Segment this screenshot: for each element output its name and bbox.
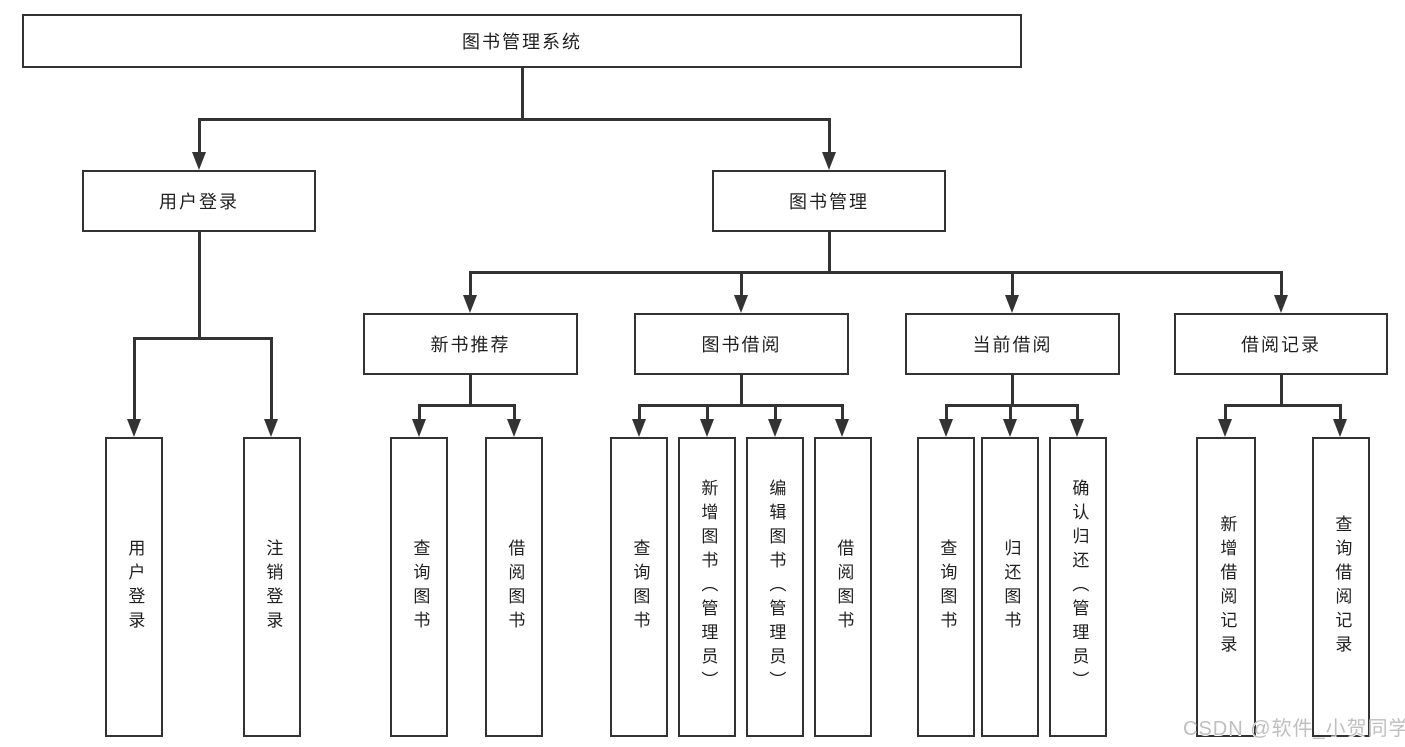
- arrowhead-down: [828, 118, 831, 152]
- node-user-login: 用户登录: [82, 170, 316, 232]
- arrowhead-down: [1339, 404, 1342, 419]
- leaf-logout: 注销登录: [243, 437, 301, 737]
- arrowhead-down: [841, 404, 844, 419]
- csdn-watermark: CSDN @软件_小贺同学: [1183, 718, 1405, 740]
- leaf-query-borrow-record: 查询借阅记录: [1312, 437, 1370, 737]
- leaf-logout-label: 注销登录: [263, 539, 283, 635]
- arrowhead-down: [774, 404, 777, 419]
- connector-book-borrow-stub: [740, 375, 743, 404]
- arrowhead-down: [945, 404, 948, 419]
- arrowhead-down: [638, 404, 641, 419]
- arrowhead-down: [1224, 404, 1227, 419]
- arrowhead-down: [198, 118, 201, 152]
- arrowhead-down: [1076, 404, 1079, 419]
- leaf-query-book-1: 查询图书: [390, 437, 448, 737]
- arrowhead-down: [1280, 271, 1283, 295]
- connector-current-borrow-stub: [1011, 375, 1014, 404]
- node-borrow-record-label: 借阅记录: [1241, 335, 1321, 355]
- connector-level1-hline: [198, 118, 830, 121]
- connector-user-login-stub: [198, 232, 201, 337]
- leaf-add-borrow-record-label: 新增借阅记录: [1217, 515, 1237, 659]
- arrowhead-down: [469, 271, 472, 295]
- arrowhead-down: [1009, 404, 1012, 419]
- connector-current-borrow-hline: [945, 404, 1078, 407]
- leaf-query-book-3: 查询图书: [917, 437, 975, 737]
- leaf-query-book-2: 查询图书: [610, 437, 668, 737]
- leaf-edit-book-admin: 编辑图书（管理员）: [746, 437, 804, 737]
- leaf-user-login-label: 用户登录: [125, 539, 145, 635]
- node-current-borrow: 当前借阅: [905, 313, 1120, 375]
- connector-book-mgmt-stub: [828, 232, 831, 271]
- leaf-confirm-return-admin: 确认归还（管理员）: [1049, 437, 1107, 737]
- leaf-borrow-book-2: 借阅图书: [814, 437, 872, 737]
- leaf-confirm-return-admin-label: 确认归还（管理员）: [1069, 479, 1089, 695]
- node-root: 图书管理系统: [22, 14, 1022, 68]
- node-book-borrow-label: 图书借阅: [701, 335, 782, 355]
- arrowhead-down: [270, 337, 273, 419]
- node-book-borrow: 图书借阅: [634, 313, 849, 375]
- leaf-add-borrow-record: 新增借阅记录: [1196, 437, 1256, 737]
- node-new-book-rec-label: 新书推荐: [430, 335, 511, 355]
- connector-new-book-rec-hline: [418, 404, 515, 407]
- node-root-label: 图书管理系统: [462, 32, 582, 52]
- node-user-login-label: 用户登录: [159, 192, 239, 212]
- connector-root-stub: [521, 68, 524, 118]
- leaf-borrow-book-2-label: 借阅图书: [834, 539, 854, 635]
- arrowhead-down: [513, 404, 516, 419]
- leaf-query-book-1-label: 查询图书: [410, 539, 430, 635]
- leaf-user-login: 用户登录: [105, 437, 163, 737]
- leaf-edit-book-admin-label: 编辑图书（管理员）: [766, 479, 786, 695]
- leaf-return-book-label: 归还图书: [1001, 539, 1021, 635]
- connector-borrow-record-hline: [1224, 404, 1341, 407]
- node-book-mgmt: 图书管理: [712, 170, 946, 232]
- node-borrow-record: 借阅记录: [1174, 313, 1388, 375]
- connector-user-login-hline: [133, 337, 272, 340]
- leaf-query-book-3-label: 查询图书: [937, 539, 957, 635]
- leaf-add-book-admin-label: 新增图书（管理员）: [698, 479, 718, 695]
- connector-new-book-rec-stub: [469, 375, 472, 404]
- leaf-query-book-2-label: 查询图书: [630, 539, 650, 635]
- leaf-return-book: 归还图书: [981, 437, 1039, 737]
- connector-borrow-record-stub: [1280, 375, 1283, 404]
- leaf-borrow-book-1: 借阅图书: [485, 437, 543, 737]
- connector-book-borrow-hline: [638, 404, 843, 407]
- arrowhead-down: [133, 337, 136, 419]
- leaf-query-borrow-record-label: 查询借阅记录: [1332, 515, 1352, 659]
- leaf-add-book-admin: 新增图书（管理员）: [678, 437, 736, 737]
- node-book-mgmt-label: 图书管理: [789, 192, 869, 212]
- node-new-book-rec: 新书推荐: [363, 313, 578, 375]
- arrowhead-down: [706, 404, 709, 419]
- node-current-borrow-label: 当前借阅: [972, 335, 1053, 355]
- connector-level2-hline: [469, 271, 1281, 274]
- leaf-borrow-book-1-label: 借阅图书: [505, 539, 525, 635]
- arrowhead-down: [740, 271, 743, 295]
- arrowhead-down: [1011, 271, 1014, 295]
- arrowhead-down: [418, 404, 421, 419]
